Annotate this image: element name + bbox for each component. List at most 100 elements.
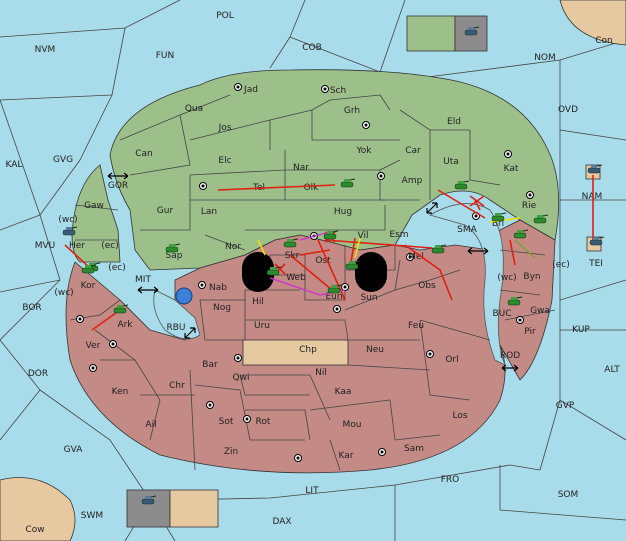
label-Cow: Cow xyxy=(25,525,44,535)
label-Can: Can xyxy=(135,149,153,159)
supply-center-dot xyxy=(343,285,347,289)
label-wc3: (wc) xyxy=(497,273,516,283)
label-Sch: Sch xyxy=(330,86,346,96)
label-LIT: LIT xyxy=(305,486,319,496)
label-Rot: Rot xyxy=(256,417,271,427)
supply-center-dot xyxy=(323,87,327,91)
label-Sap: Sap xyxy=(166,251,183,261)
supply-center-dot xyxy=(380,450,384,454)
supply-center-dot xyxy=(236,356,240,360)
territory-Cow[interactable] xyxy=(0,477,76,541)
canal-markers xyxy=(242,252,387,292)
label-SOM: SOM xyxy=(558,490,579,500)
label-wc2: (wc) xyxy=(54,288,73,298)
supply-center-dot xyxy=(408,255,412,259)
label-Ost: Ost xyxy=(315,256,331,266)
supply-center-dot xyxy=(78,317,82,321)
label-Amp: Amp xyxy=(402,176,423,186)
army-icon[interactable] xyxy=(113,304,129,314)
army-icon[interactable] xyxy=(165,243,181,253)
fleet-icon[interactable] xyxy=(464,26,480,36)
supply-center-dot xyxy=(364,123,368,127)
label-Qua: Qua xyxy=(185,104,203,114)
label-Sam: Sam xyxy=(404,444,424,454)
label-Yok: Yok xyxy=(355,146,372,156)
label-TEI: TEI xyxy=(588,259,603,269)
fleet-icon[interactable] xyxy=(589,236,605,246)
territory-Gaw-Her[interactable] xyxy=(71,164,121,263)
supply-center-dot xyxy=(208,403,212,407)
label-MVU: MVU xyxy=(35,241,56,251)
label-wc1: (wc) xyxy=(58,215,77,225)
sea-SMA-channel[interactable] xyxy=(428,203,506,366)
supply-center-dot xyxy=(518,318,522,322)
label-Jad: Jad xyxy=(243,85,258,95)
label-FUN: FUN xyxy=(156,51,175,61)
label-Kat: Kat xyxy=(504,164,519,174)
label-ROD: ROD xyxy=(500,351,520,361)
fleet-icon[interactable] xyxy=(587,164,603,174)
supply-center-dot xyxy=(474,214,478,218)
label-ALT: ALT xyxy=(604,365,620,375)
army-icon[interactable] xyxy=(327,284,343,294)
label-Nab: Nab xyxy=(209,283,227,293)
label-Zin: Zin xyxy=(224,447,238,457)
label-Bri: Bri xyxy=(492,219,504,229)
army-icon[interactable] xyxy=(431,244,447,254)
territory-Chp[interactable] xyxy=(242,339,349,366)
crossing-arrows xyxy=(107,172,519,372)
supply-center-dot xyxy=(245,417,249,421)
label-SWM: SWM xyxy=(81,511,103,521)
label-Hug: Hug xyxy=(334,207,352,217)
fleet-icon[interactable] xyxy=(141,495,157,505)
army-icon[interactable] xyxy=(491,212,507,222)
fleet-icon[interactable] xyxy=(62,226,78,236)
army-icon[interactable] xyxy=(345,260,361,270)
label-Uru: Uru xyxy=(254,321,270,331)
label-Uta: Uta xyxy=(443,157,459,167)
label-KAL: KAL xyxy=(6,160,23,170)
army-icon[interactable] xyxy=(323,230,339,240)
label-Pir: Pir xyxy=(524,327,536,337)
army-icon[interactable] xyxy=(283,238,299,248)
label-Neu: Neu xyxy=(366,345,384,355)
army-icon[interactable] xyxy=(533,214,549,224)
supply-center-dot xyxy=(200,283,204,287)
label-Ail: Ail xyxy=(145,420,156,430)
army-icon[interactable] xyxy=(454,180,470,190)
sea-RBU-bay[interactable] xyxy=(153,289,201,340)
label-BUC: BUC xyxy=(492,309,511,319)
label-Hil: Hil xyxy=(252,297,264,307)
label-Chr: Chr xyxy=(169,381,185,391)
label-Gaw: Gaw xyxy=(84,201,104,211)
label-Con: Con xyxy=(595,36,613,46)
label-Feu: Feu xyxy=(408,321,424,331)
label-Elc: Elc xyxy=(218,156,231,166)
label-NVM: NVM xyxy=(35,45,56,55)
supply-center-dot xyxy=(506,152,510,156)
army-icon[interactable] xyxy=(513,229,529,239)
label-Sot: Sot xyxy=(219,417,234,427)
inset-aba-orn[interactable] xyxy=(126,489,219,528)
label-Olk: Olk xyxy=(304,183,320,193)
army-icon[interactable] xyxy=(266,266,282,276)
label-Mou: Mou xyxy=(343,420,362,430)
army-icon[interactable] xyxy=(507,296,523,306)
label-Ken: Ken xyxy=(112,387,129,397)
label-Nog: Nog xyxy=(213,303,231,313)
supply-center-dot xyxy=(335,307,339,311)
label-GVA: GVA xyxy=(64,445,84,455)
supply-center-dot xyxy=(236,85,240,89)
army-icon[interactable] xyxy=(81,264,97,274)
label-Kar: Kar xyxy=(339,451,354,461)
label-NOM: NOM xyxy=(534,53,556,63)
label-ec2: (ec) xyxy=(108,263,126,273)
army-icon[interactable] xyxy=(340,178,356,188)
label-Eun: Eun xyxy=(325,292,342,302)
label-OVD: OVD xyxy=(558,105,578,115)
convoy-marker[interactable] xyxy=(175,287,193,305)
label-GOR: GOR xyxy=(108,181,128,191)
label-Lan: Lan xyxy=(201,207,217,217)
